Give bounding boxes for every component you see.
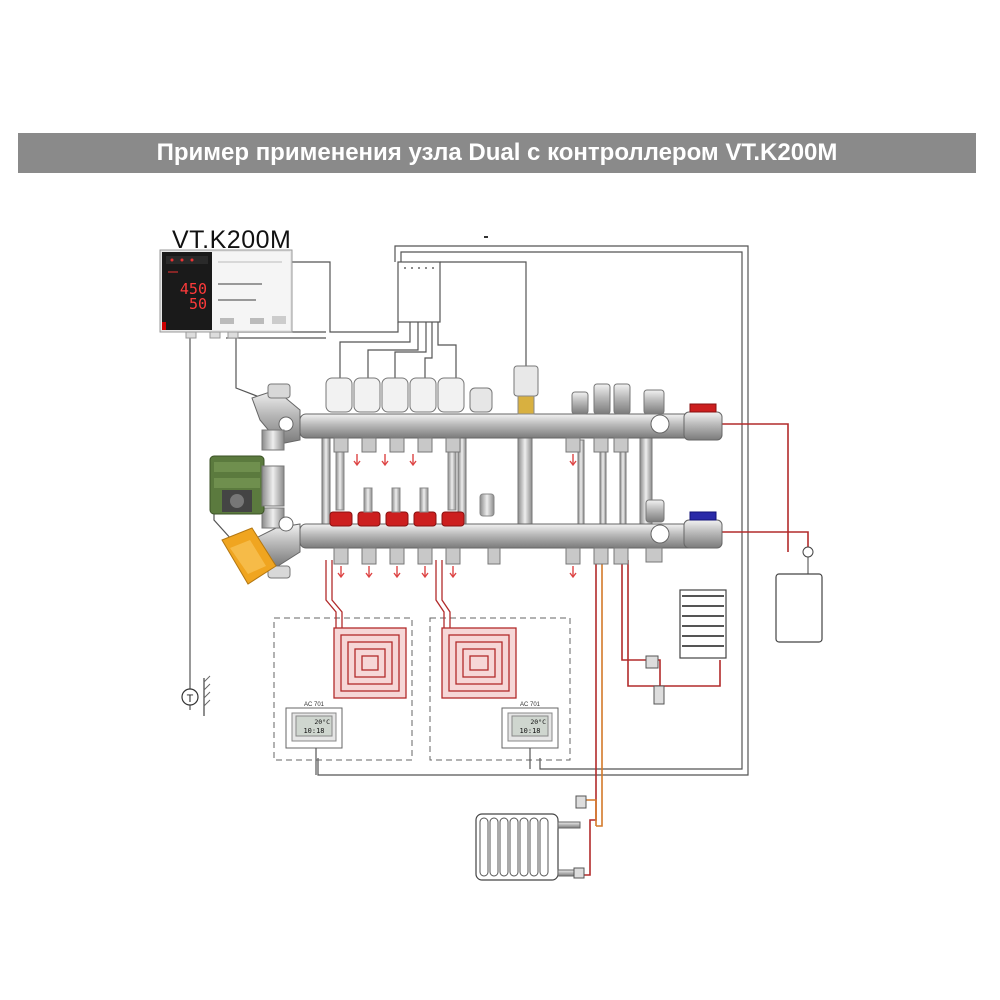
thermostat-model-label: AC 701 [304, 702, 325, 708]
return-manifold-bar [299, 523, 699, 549]
radiator-valve-icon [575, 795, 587, 809]
heating-zone-2: AC 701 20°C 10:18 [429, 560, 571, 761]
thermostat-time: 10:18 [519, 727, 540, 735]
dual-manifold-unit [299, 365, 723, 579]
supply-manifold-bar [299, 413, 699, 439]
towel-radiator [621, 560, 727, 705]
room-thermostat-1: AC 701 20°C 10:18 [285, 702, 343, 749]
mixing-valve-servo-drive [221, 527, 277, 585]
circulation-pump [209, 455, 285, 515]
page-title: Пример применения узла Dual с контроллер… [156, 139, 838, 166]
controller-display-bottom: 50 [189, 295, 207, 313]
cast-iron-radiator [475, 795, 587, 881]
thermostat-temperature: 20°C [314, 718, 330, 726]
flow-meters [329, 511, 465, 527]
floor-heating-loop-2 [441, 627, 517, 699]
controller-model-label: VT.K200M [172, 226, 292, 254]
sensor-symbol: T [187, 693, 194, 705]
controller-display-panel [162, 252, 212, 330]
controller-display-top: 450 [180, 280, 207, 298]
wiring-junction-box [397, 261, 441, 323]
radiator-pipes-bottom [578, 550, 603, 876]
title-banner: Пример применения узла Dual с контроллер… [18, 133, 976, 173]
mixing-valve-actuator [513, 365, 539, 397]
outdoor-temperature-sensor: T [181, 675, 211, 716]
boiler [722, 423, 823, 643]
return-ball-valve-handle [689, 511, 717, 521]
thermostat-time: 10:18 [303, 727, 324, 735]
floor-heating-loop-1 [333, 627, 407, 699]
supply-ball-valve-handle [689, 403, 717, 413]
thermostat-model-label: AC 701 [520, 702, 541, 708]
heating-zone-1: AC 701 20°C 10:18 [273, 560, 413, 761]
thermal-actuator-heads [325, 377, 493, 413]
room-thermostat-2: AC 701 20°C 10:18 [501, 702, 559, 749]
controller-vt-k200m: 450 50 [159, 249, 293, 339]
thermostat-temperature: 20°C [530, 718, 546, 726]
